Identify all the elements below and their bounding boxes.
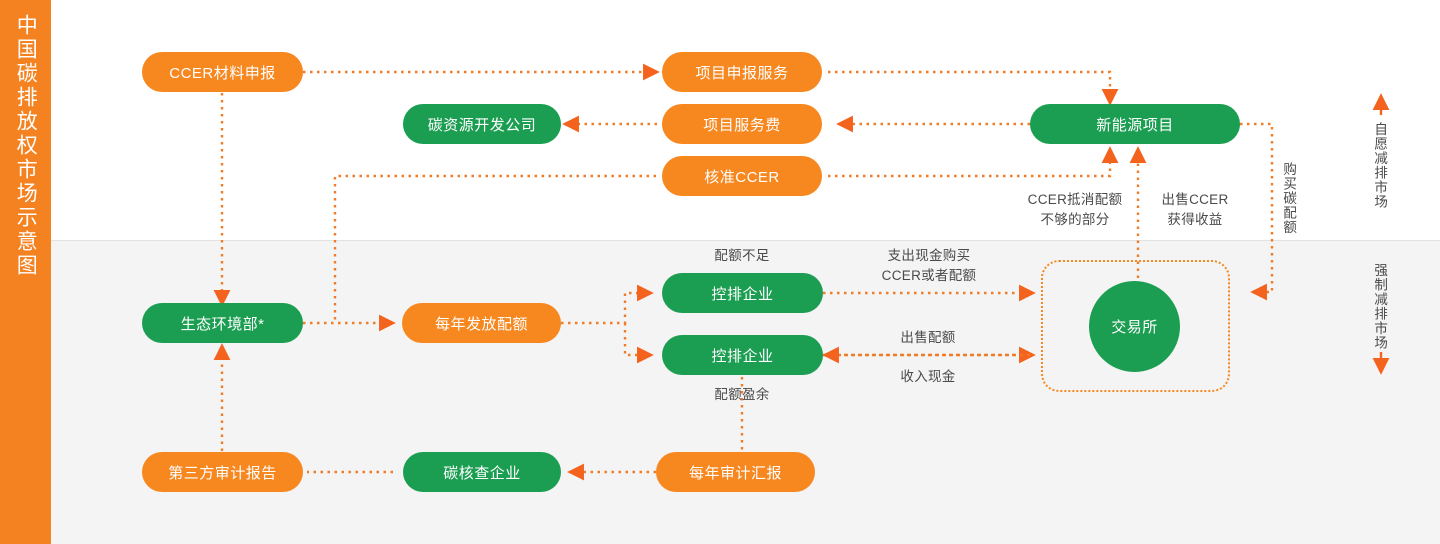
- node-approve-ccer[interactable]: 核准CCER: [662, 156, 822, 196]
- node-label: 项目服务费: [703, 116, 781, 134]
- title-sidebar: 中国碳排放权市场示意图: [0, 0, 51, 544]
- node-label: 控排企业: [711, 285, 774, 303]
- node-annual-audit-report[interactable]: 每年审计汇报: [656, 452, 815, 492]
- node-label: 碳资源开发公司: [427, 116, 537, 134]
- annotation-buy-carbon-quota: 购买碳配额: [1281, 162, 1297, 235]
- node-third-party-audit-report[interactable]: 第三方审计报告: [142, 452, 303, 492]
- node-eco-ministry[interactable]: 生态环境部*: [142, 303, 303, 343]
- annotation-receive-cash: 收入现金: [900, 369, 956, 384]
- node-ccer-material[interactable]: CCER材料申报: [142, 52, 303, 92]
- diagram-title: 中国碳排放权市场示意图: [14, 14, 38, 278]
- node-label: 新能源项目: [1096, 116, 1174, 134]
- annotation-pay-cash-buy: 支出现金购买 CCER或者配额: [881, 248, 977, 283]
- node-project-service-fee[interactable]: 项目服务费: [662, 104, 822, 144]
- node-label: CCER材料申报: [169, 64, 276, 82]
- node-exchange[interactable]: 交易所: [1089, 281, 1180, 372]
- node-label: 第三方审计报告: [168, 464, 277, 482]
- annotation-ccer-offset: CCER抵消配额 不够的部分: [1027, 192, 1123, 227]
- annotation-quota-shortage: 配额不足: [714, 248, 770, 263]
- node-controlled-enterprise-2[interactable]: 控排企业: [662, 335, 823, 375]
- node-label: 控排企业: [711, 347, 774, 365]
- node-label: 交易所: [1111, 319, 1158, 336]
- node-controlled-enterprise-1[interactable]: 控排企业: [662, 273, 823, 313]
- market-label-mandatory: 强制减排市场: [1372, 263, 1388, 350]
- annotation-quota-surplus: 配额盈余: [714, 387, 770, 402]
- node-label: 项目申报服务: [695, 64, 789, 82]
- node-project-declare-service[interactable]: 项目申报服务: [662, 52, 822, 92]
- node-label: 每年发放配额: [434, 315, 528, 333]
- node-label: 每年审计汇报: [688, 464, 782, 482]
- node-label: 碳核查企业: [443, 464, 521, 482]
- annotation-sell-ccer: 出售CCER 获得收益: [1161, 192, 1229, 227]
- annotation-sell-quota: 出售配额: [900, 330, 956, 345]
- node-new-energy-project[interactable]: 新能源项目: [1030, 104, 1240, 144]
- node-carbon-verification-company[interactable]: 碳核查企业: [403, 452, 561, 492]
- node-annual-quota[interactable]: 每年发放配额: [402, 303, 561, 343]
- node-carbon-dev-company[interactable]: 碳资源开发公司: [403, 104, 561, 144]
- node-label: 核准CCER: [704, 168, 780, 186]
- market-label-voluntary: 自愿减排市场: [1372, 122, 1388, 209]
- exchange-container: [1041, 260, 1230, 392]
- node-label: 生态环境部*: [180, 315, 265, 333]
